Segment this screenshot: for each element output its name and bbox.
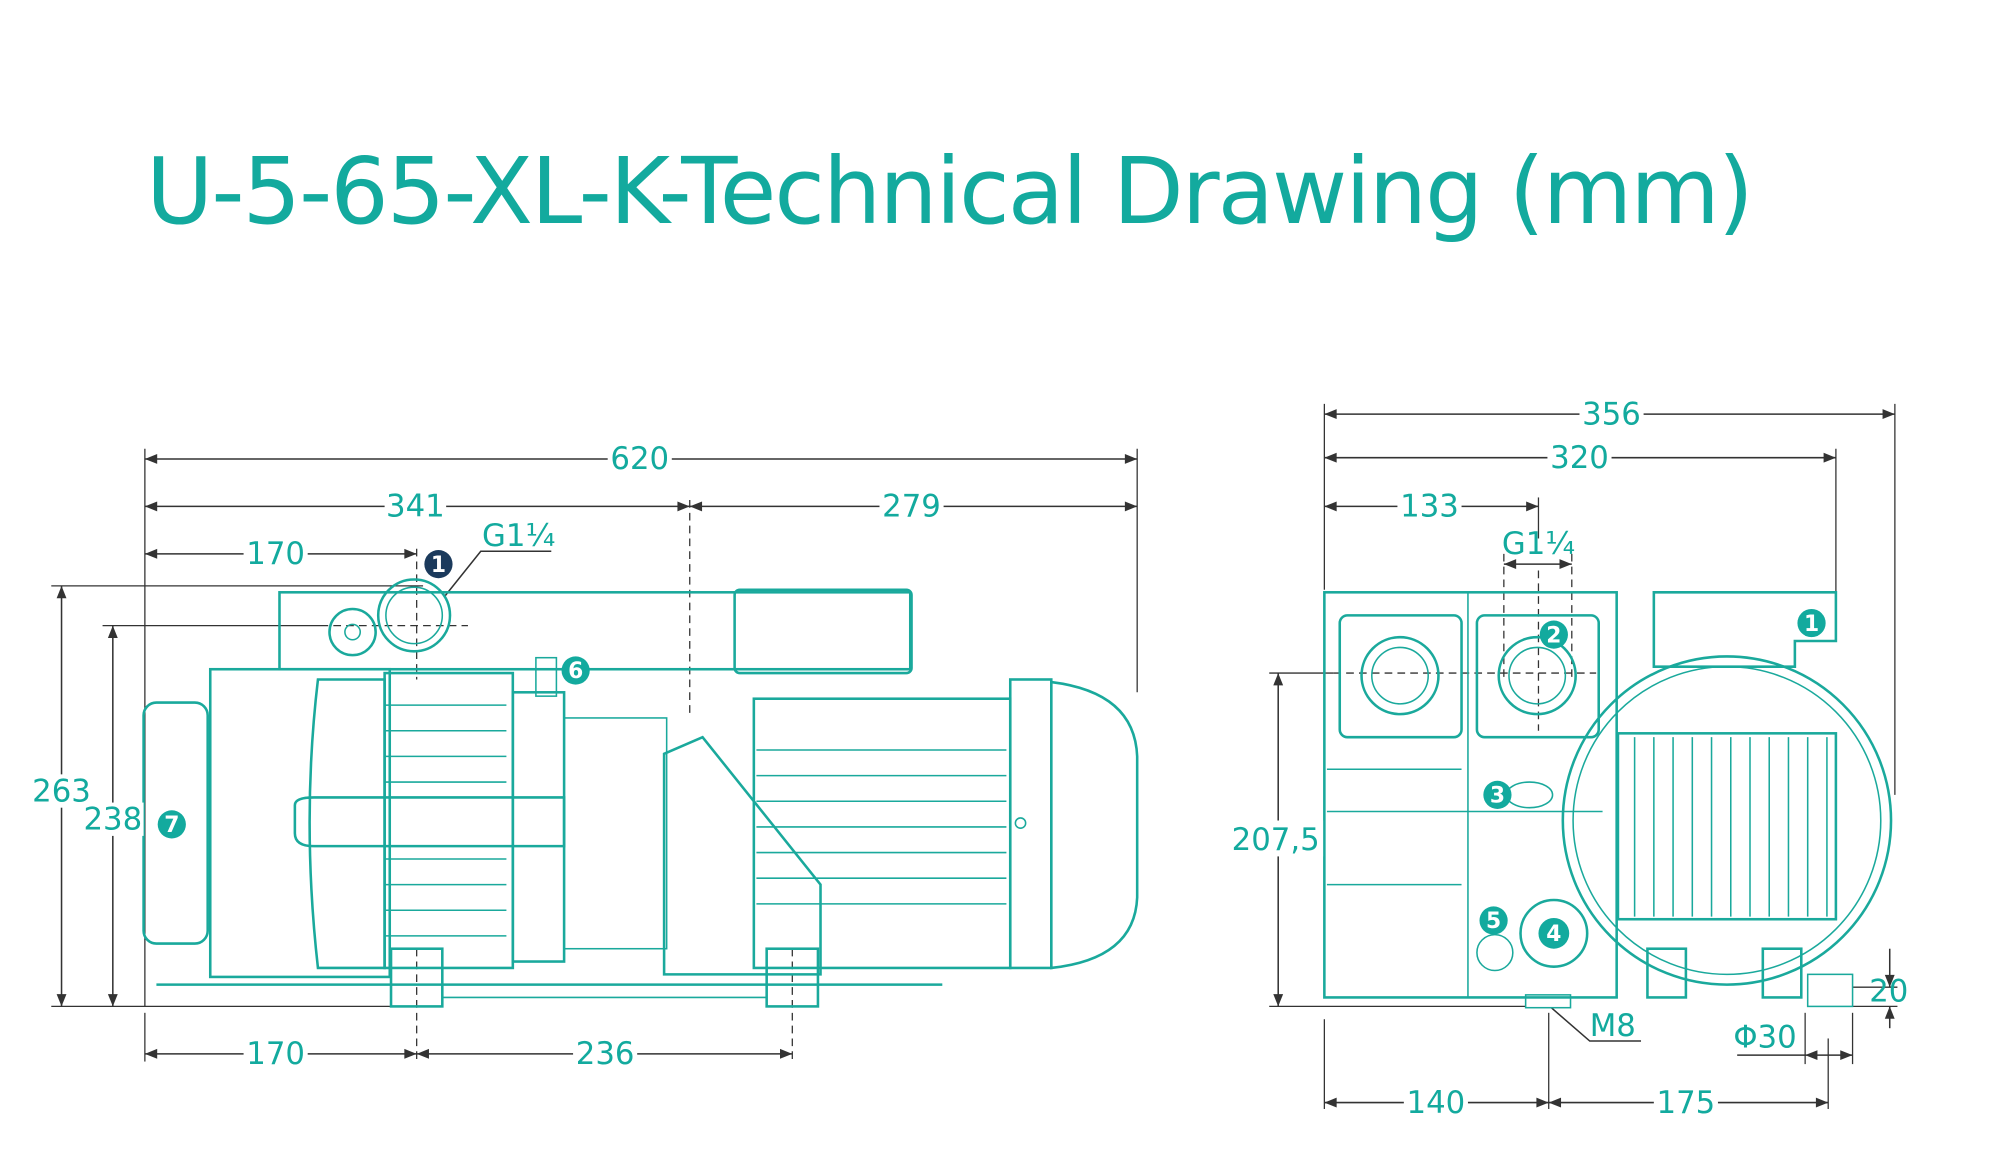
dimension-263: 263 bbox=[32, 773, 91, 809]
dimension-320: 320 bbox=[1550, 440, 1609, 476]
dimension-20: 20 bbox=[1869, 973, 1908, 1009]
dimension-356: 356 bbox=[1582, 396, 1641, 432]
dimension-341: 341 bbox=[386, 489, 445, 525]
dimension-170-bottom: 170 bbox=[246, 1036, 305, 1072]
page-title: U-5-65-XL-K-Technical Drawing (mm) bbox=[146, 138, 1754, 245]
dimension-140: 140 bbox=[1407, 1085, 1466, 1121]
callout-5: 5 bbox=[1486, 909, 1501, 934]
thread-label-g1-1-4: G1¼ bbox=[482, 518, 555, 554]
dimension-170-top: 170 bbox=[246, 536, 305, 572]
dimension-238: 238 bbox=[83, 801, 142, 837]
dimension-133: 133 bbox=[1400, 489, 1459, 525]
side-view: 341 620 279 170 G1¼ 263 238 170 236 1 6 … bbox=[30, 441, 1139, 1072]
callout-6: 6 bbox=[568, 659, 583, 684]
dimension-207-5: 207,5 bbox=[1232, 822, 1320, 858]
dimension-279: 279 bbox=[882, 489, 941, 525]
cooler-fins bbox=[1633, 737, 1828, 917]
dimension-620: 620 bbox=[610, 441, 669, 477]
callout-7: 7 bbox=[164, 813, 179, 838]
callout-3: 3 bbox=[1490, 784, 1505, 809]
callout-1-inlet: 1 bbox=[431, 553, 446, 578]
callout-4: 4 bbox=[1546, 922, 1561, 947]
callout-1: 1 bbox=[1804, 612, 1819, 637]
dimension-175: 175 bbox=[1657, 1085, 1716, 1121]
end-view: 356 320 133 G1¼ 207,5 140 175 M8 Φ30 20 … bbox=[1228, 396, 1908, 1121]
dimension-236: 236 bbox=[576, 1036, 635, 1072]
dimension-phi30: Φ30 bbox=[1733, 1019, 1796, 1055]
motor-fins bbox=[756, 749, 1007, 905]
pump-fins bbox=[384, 704, 507, 937]
bolt-label-m8: M8 bbox=[1590, 1008, 1636, 1044]
thread-label-g1-1-4: G1¼ bbox=[1502, 526, 1575, 562]
callout-2: 2 bbox=[1546, 623, 1561, 648]
